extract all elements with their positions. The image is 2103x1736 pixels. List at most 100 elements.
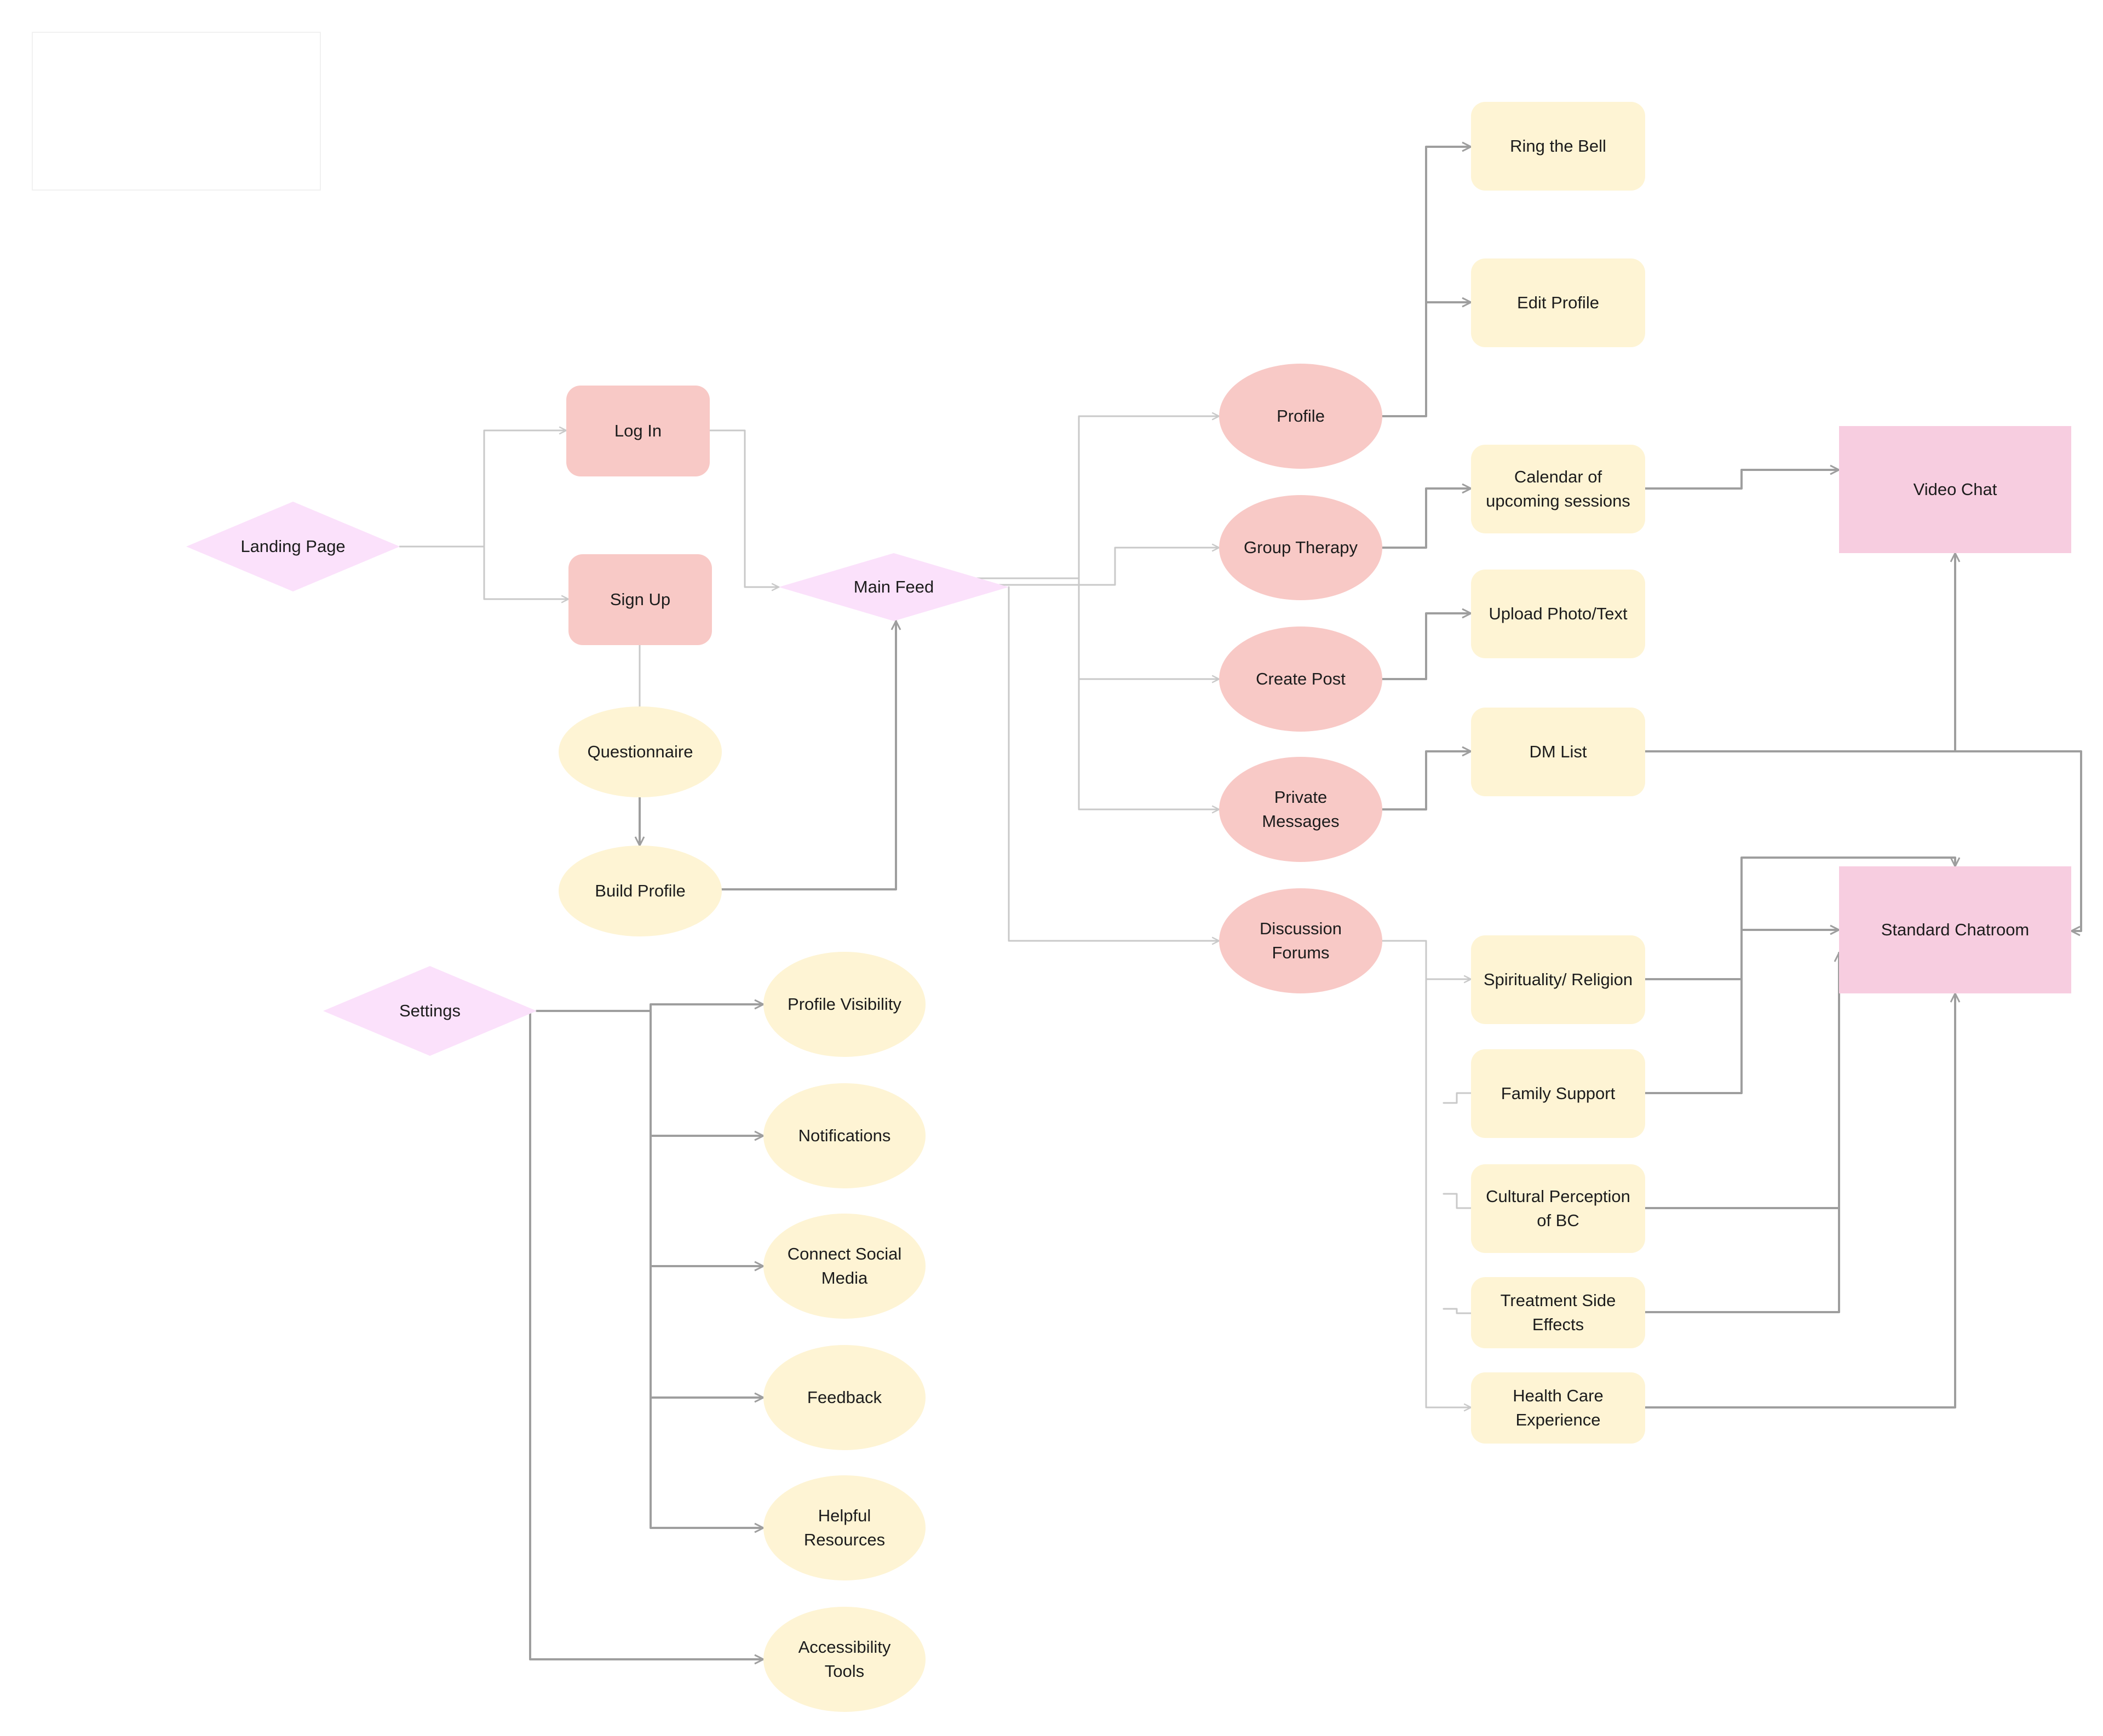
- log-in-node[interactable]: Log In: [566, 386, 710, 476]
- edge-mainfeed-to-profile: [941, 416, 1219, 579]
- build-profile-node[interactable]: Build Profile: [559, 846, 722, 936]
- video-chat-node[interactable]: Video Chat: [1839, 426, 2071, 553]
- profile-label: Profile: [1277, 406, 1325, 426]
- edge-dmlist-to-chatroom: [1954, 750, 2082, 931]
- questionnaire-node[interactable]: Questionnaire: [559, 706, 722, 797]
- profile-node[interactable]: Profile: [1219, 364, 1382, 469]
- treatment-side-effects-line-1: Treatment Side: [1500, 1291, 1616, 1310]
- edge-forums-to-treatment: [1443, 1308, 1472, 1314]
- landing-page-label: Landing Page: [240, 537, 346, 556]
- helpful-resources-label: Helpful Resources: [804, 1504, 885, 1552]
- spirituality-religion-node[interactable]: Spirituality/ Religion: [1471, 935, 1645, 1024]
- accessibility-tools-node[interactable]: Accessibility Tools: [763, 1607, 926, 1712]
- private-messages-label: Private Messages: [1262, 785, 1339, 833]
- edit-profile-label: Edit Profile: [1517, 293, 1599, 312]
- sign-up-node[interactable]: Sign Up: [568, 554, 712, 645]
- edge-grouptherapy-to-calendar: [1381, 488, 1472, 549]
- treatment-side-effects-line-2: Effects: [1532, 1315, 1584, 1334]
- video-chat-label: Video Chat: [1913, 480, 1997, 499]
- accessibility-tools-line-2: Tools: [824, 1662, 865, 1681]
- edge-settings-to-resources: [650, 1396, 765, 1528]
- log-in-label: Log In: [614, 421, 662, 440]
- settings-label: Settings: [399, 1001, 461, 1020]
- family-support-label: Family Support: [1501, 1084, 1616, 1103]
- main-feed-label: Main Feed: [853, 577, 934, 596]
- edge-mainfeed-to-privatemessages: [1078, 678, 1219, 809]
- profile-visibility-node[interactable]: Profile Visibility: [763, 952, 926, 1057]
- edit-profile-node[interactable]: Edit Profile: [1471, 258, 1645, 347]
- edge-forums-to-spirituality: [1381, 940, 1471, 979]
- calendar-line-2: upcoming sessions: [1486, 491, 1630, 510]
- helpful-resources-line-1: Helpful: [818, 1506, 871, 1525]
- edge-profile-to-ringbell: [1381, 147, 1472, 417]
- edge-treatment-to-chatroom: [1644, 1207, 1840, 1313]
- private-messages-node[interactable]: Private Messages: [1219, 757, 1382, 862]
- cultural-perception-node[interactable]: Cultural Perception of BC: [1471, 1164, 1645, 1253]
- accessibility-tools-line-1: Accessibility: [798, 1637, 891, 1657]
- diamond-shape: [186, 502, 400, 591]
- edge-landing-to-signup: [483, 545, 568, 599]
- edge-login-to-mainfeed: [709, 429, 779, 587]
- edge-forums-to-healthcare: [1425, 978, 1471, 1407]
- ring-the-bell-label: Ring the Bell: [1510, 136, 1606, 156]
- connect-social-media-node[interactable]: Connect Social Media: [763, 1214, 926, 1319]
- edge-privatemessages-to-dmlist: [1381, 751, 1472, 810]
- connect-social-media-label: Connect Social Media: [788, 1242, 902, 1290]
- calendar-node[interactable]: Calendar of upcoming sessions: [1471, 445, 1645, 533]
- sign-up-label: Sign Up: [610, 590, 671, 609]
- edge-forums-to-cultural: [1443, 1193, 1472, 1209]
- health-care-experience-line-1: Health Care: [1513, 1386, 1604, 1405]
- standard-chatroom-node[interactable]: Standard Chatroom: [1839, 866, 2071, 993]
- diamond-shape: [779, 553, 1009, 621]
- feedback-label: Feedback: [807, 1388, 882, 1407]
- notifications-node[interactable]: Notifications: [763, 1083, 926, 1188]
- edge-dmlist-to-videochat: [1644, 552, 1955, 752]
- edge-settings-to-notifications: [650, 1010, 765, 1136]
- landing-page-node[interactable]: Landing Page: [186, 502, 400, 591]
- diamond-shape: [323, 966, 537, 1056]
- health-care-experience-label: Health Care Experience: [1513, 1384, 1603, 1432]
- spirituality-religion-label: Spirituality/ Religion: [1483, 970, 1633, 989]
- edge-mainfeed-to-discussionforums: [1008, 586, 1219, 941]
- edge-settings-to-socialmedia: [650, 1135, 765, 1266]
- main-feed-node[interactable]: Main Feed: [779, 553, 1009, 621]
- health-care-experience-line-2: Experience: [1515, 1410, 1601, 1429]
- edge-createpost-to-upload: [1381, 613, 1472, 680]
- edge-calendar-to-videochat: [1644, 470, 1840, 490]
- edge-settings-to-feedback: [650, 1265, 765, 1398]
- treatment-side-effects-node[interactable]: Treatment Side Effects: [1471, 1277, 1645, 1348]
- private-messages-line-2: Messages: [1262, 812, 1340, 831]
- notifications-label: Notifications: [798, 1126, 891, 1145]
- edge-forums-to-family: [1443, 1092, 1472, 1104]
- dm-list-node[interactable]: DM List: [1471, 708, 1645, 796]
- create-post-node[interactable]: Create Post: [1219, 626, 1382, 732]
- cultural-perception-line-1: Cultural Perception: [1486, 1187, 1630, 1206]
- edge-spirituality-to-chatroom: [1644, 856, 1955, 980]
- helpful-resources-node[interactable]: Helpful Resources: [763, 1475, 926, 1580]
- private-messages-line-1: Private: [1274, 787, 1328, 807]
- group-therapy-node[interactable]: Group Therapy: [1219, 495, 1382, 600]
- settings-node[interactable]: Settings: [323, 966, 537, 1056]
- accessibility-tools-label: Accessibility Tools: [798, 1635, 891, 1683]
- discussion-forums-line-1: Discussion: [1260, 919, 1342, 938]
- discussion-forums-node[interactable]: Discussion Forums: [1219, 888, 1382, 993]
- dm-list-label: DM List: [1529, 742, 1587, 761]
- calendar-label: Calendar of upcoming sessions: [1486, 465, 1630, 513]
- edge-mainfeed-to-grouptherapy: [985, 548, 1219, 586]
- ring-the-bell-node[interactable]: Ring the Bell: [1471, 102, 1645, 191]
- edge-landing-to-login: [399, 430, 566, 548]
- family-support-node[interactable]: Family Support: [1471, 1049, 1645, 1138]
- upload-photo-text-label: Upload Photo/Text: [1489, 604, 1628, 623]
- treatment-side-effects-label: Treatment Side Effects: [1501, 1289, 1616, 1337]
- health-care-experience-node[interactable]: Health Care Experience: [1471, 1372, 1645, 1444]
- edge-mainfeed-to-createpost: [1078, 577, 1219, 679]
- standard-chatroom-label: Standard Chatroom: [1881, 920, 2030, 939]
- feedback-node[interactable]: Feedback: [763, 1345, 926, 1450]
- helpful-resources-line-2: Resources: [803, 1530, 886, 1549]
- empty-frame: [32, 32, 321, 191]
- upload-photo-text-node[interactable]: Upload Photo/Text: [1471, 570, 1645, 658]
- edge-settings-to-accessibility: [529, 1010, 765, 1659]
- edge-buildprofile-to-mainfeed: [721, 620, 896, 890]
